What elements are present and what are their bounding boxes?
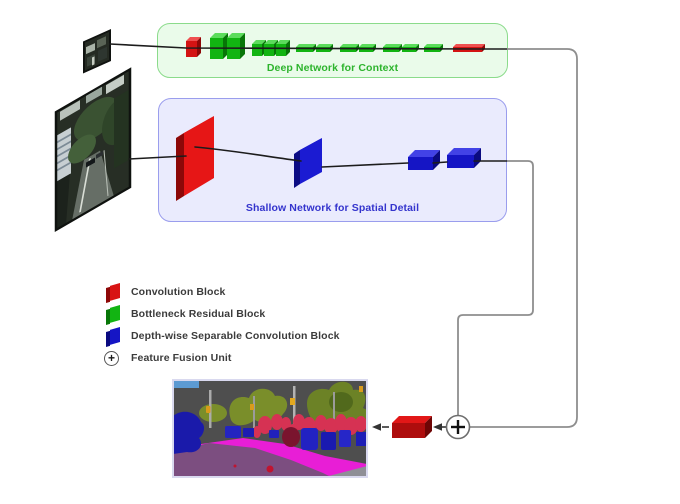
legend-icon-cell <box>103 326 131 347</box>
legend: Convolution Block Bottleneck Residual Bl… <box>103 281 340 369</box>
legend-label-fusion: Feature Fusion Unit <box>131 352 232 364</box>
legend-label-depthwise: Depth-wise Separable Convolution Block <box>131 330 340 342</box>
legend-icon-cell <box>103 282 131 303</box>
input-image <box>54 67 132 232</box>
shallow-network-box: Shallow Network for Spatial Detail <box>158 98 507 222</box>
arrow-to-output-image <box>372 423 381 431</box>
legend-item-depthwise: Depth-wise Separable Convolution Block <box>103 325 340 347</box>
legend-item-fusion: + Feature Fusion Unit <box>103 347 340 369</box>
fusion-unit <box>372 414 471 440</box>
shallow-network-label: Shallow Network for Spatial Detail <box>245 202 420 214</box>
legend-label-bottleneck: Bottleneck Residual Block <box>131 308 266 320</box>
arrow-to-conv-block <box>433 423 442 431</box>
green-cube-icon <box>106 304 120 325</box>
segmentation-output-image <box>172 379 368 478</box>
legend-item-bottleneck: Bottleneck Residual Block <box>103 303 340 325</box>
legend-item-convolution: Convolution Block <box>103 281 340 303</box>
circle-plus-icon: + <box>104 350 119 366</box>
downsampled-input-image <box>83 28 111 74</box>
network-blocks <box>186 33 485 438</box>
feature-fusion-circle <box>445 414 471 440</box>
red-cube-icon <box>106 282 120 303</box>
legend-icon-cell: + <box>103 350 131 366</box>
legend-label-convolution: Convolution Block <box>131 286 226 298</box>
person-blobs <box>253 414 367 438</box>
legend-icon-cell <box>103 304 131 325</box>
blue-cube-icon <box>106 326 120 347</box>
deep-network-label: Deep Network for Context <box>266 62 399 74</box>
deep-network-box: Deep Network for Context <box>157 23 508 78</box>
